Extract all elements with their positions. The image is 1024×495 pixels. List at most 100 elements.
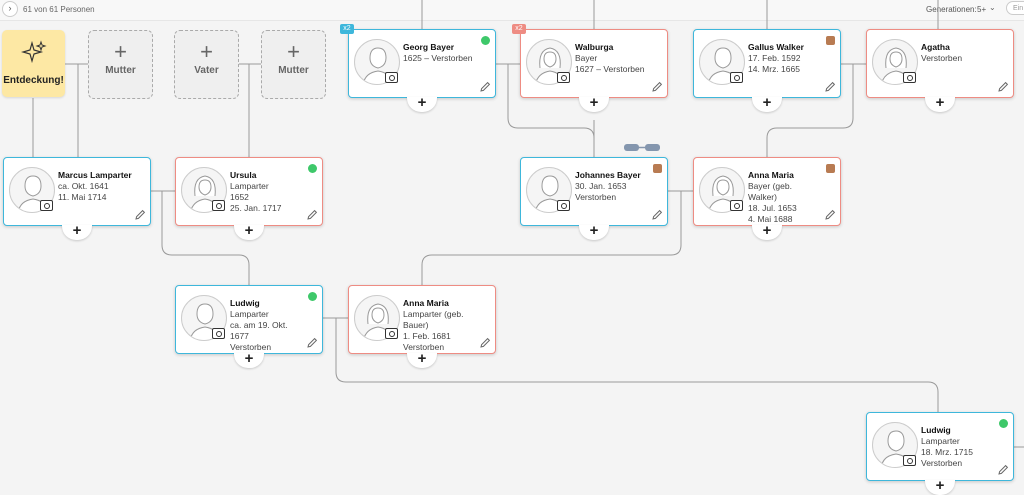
document-icon[interactable] [826, 164, 835, 173]
camera-icon[interactable] [903, 455, 916, 466]
add-mother-placeholder[interactable]: + Mutter [261, 30, 326, 99]
placeholder-label: Mutter [105, 65, 136, 76]
add-relative-button[interactable]: + [234, 223, 264, 240]
person-detail: Lamparter [230, 309, 269, 319]
pencil-icon[interactable] [479, 80, 491, 92]
add-relative-button[interactable]: + [407, 351, 437, 368]
tree-connectors [32, 0, 1024, 448]
person-name: Marcus Lamparter [58, 170, 132, 180]
plus-icon: + [200, 39, 213, 64]
toolbar: › 61 von 61 Personen Generationen: 5+ ⌄ … [0, 0, 1024, 21]
add-relative-button[interactable]: + [752, 223, 782, 240]
add-relative-button[interactable]: + [579, 95, 609, 112]
document-icon[interactable] [653, 164, 662, 173]
marriage-icon[interactable] [624, 143, 660, 152]
add-relative-button[interactable]: + [925, 478, 955, 495]
person-detail: Verstorben [230, 342, 272, 352]
camera-icon[interactable] [557, 72, 570, 83]
person-detail: 1652 [230, 192, 249, 202]
pencil-icon[interactable] [651, 208, 663, 220]
discovery-label: Entdeckung! [3, 75, 64, 86]
camera-icon[interactable] [557, 200, 570, 211]
record-hint-icon[interactable] [999, 419, 1008, 428]
avatar[interactable] [872, 422, 918, 468]
sparkle-icon [20, 40, 47, 64]
person-detail: Verstorben [921, 458, 963, 468]
pencil-icon[interactable] [306, 336, 318, 348]
camera-icon[interactable] [212, 328, 225, 339]
add-relative-button[interactable]: + [752, 95, 782, 112]
person-detail: ca. am 19. Okt. 1677 [230, 320, 288, 341]
add-father-placeholder[interactable]: + Vater [174, 30, 239, 99]
camera-icon[interactable] [385, 328, 398, 339]
camera-icon[interactable] [730, 72, 743, 83]
avatar[interactable] [354, 295, 400, 341]
duplicate-count-badge[interactable]: x2 [512, 24, 526, 34]
person-detail: 18. Jul. 1653 [748, 203, 797, 213]
chevron-right-icon[interactable]: › [2, 1, 18, 17]
person-detail: Verstorben [921, 53, 963, 63]
record-hint-icon[interactable] [308, 292, 317, 301]
chevron-down-icon[interactable]: ⌄ [989, 3, 996, 12]
pencil-icon[interactable] [134, 208, 146, 220]
pencil-icon[interactable] [997, 80, 1009, 92]
person-name: Ludwig [230, 298, 260, 308]
person-detail: 1. Feb. 1681 [403, 331, 451, 341]
camera-icon[interactable] [212, 200, 225, 211]
add-relative-button[interactable]: + [234, 351, 264, 368]
pencil-icon[interactable] [651, 80, 663, 92]
person-name: Agatha [921, 42, 950, 52]
camera-icon[interactable] [385, 72, 398, 83]
placeholder-label: Vater [194, 65, 219, 76]
record-hint-icon[interactable] [481, 36, 490, 45]
person-detail: Bauer) [403, 320, 429, 330]
duplicate-count-badge[interactable]: x2 [340, 24, 354, 34]
pencil-icon[interactable] [479, 336, 491, 348]
camera-icon[interactable] [903, 72, 916, 83]
add-relative-button[interactable]: + [925, 95, 955, 112]
person-detail: Bayer [575, 53, 598, 63]
person-name: Johannes Bayer [575, 170, 641, 180]
person-detail: Verstorben [575, 192, 617, 202]
person-detail: 1625 – Verstorben [403, 53, 473, 63]
partial-button[interactable]: Ein [1006, 1, 1024, 15]
person-detail: Lamparter (geb. [403, 309, 464, 319]
person-detail: Bayer (geb. [748, 181, 792, 191]
add-relative-button[interactable]: + [579, 223, 609, 240]
discovery-card[interactable]: Entdeckung! [2, 30, 65, 97]
placeholder-label: Mutter [278, 65, 309, 76]
document-icon[interactable] [826, 36, 835, 45]
pencil-icon[interactable] [824, 208, 836, 220]
person-name: Ludwig [921, 425, 951, 435]
record-hint-icon[interactable] [308, 164, 317, 173]
pencil-icon[interactable] [824, 80, 836, 92]
add-relative-button[interactable]: + [407, 95, 437, 112]
camera-icon[interactable] [40, 200, 53, 211]
person-detail: Walker) [748, 192, 777, 202]
avatar[interactable] [9, 167, 55, 213]
pencil-icon[interactable] [306, 208, 318, 220]
generations-select[interactable]: 5+ [977, 5, 987, 14]
camera-icon[interactable] [730, 200, 743, 211]
pencil-icon[interactable] [997, 463, 1009, 475]
add-mother-placeholder[interactable]: + Mutter [88, 30, 153, 99]
person-name: Walburga [575, 42, 614, 52]
add-relative-button[interactable]: + [62, 223, 92, 240]
person-detail: 1627 – Verstorben [575, 64, 645, 74]
